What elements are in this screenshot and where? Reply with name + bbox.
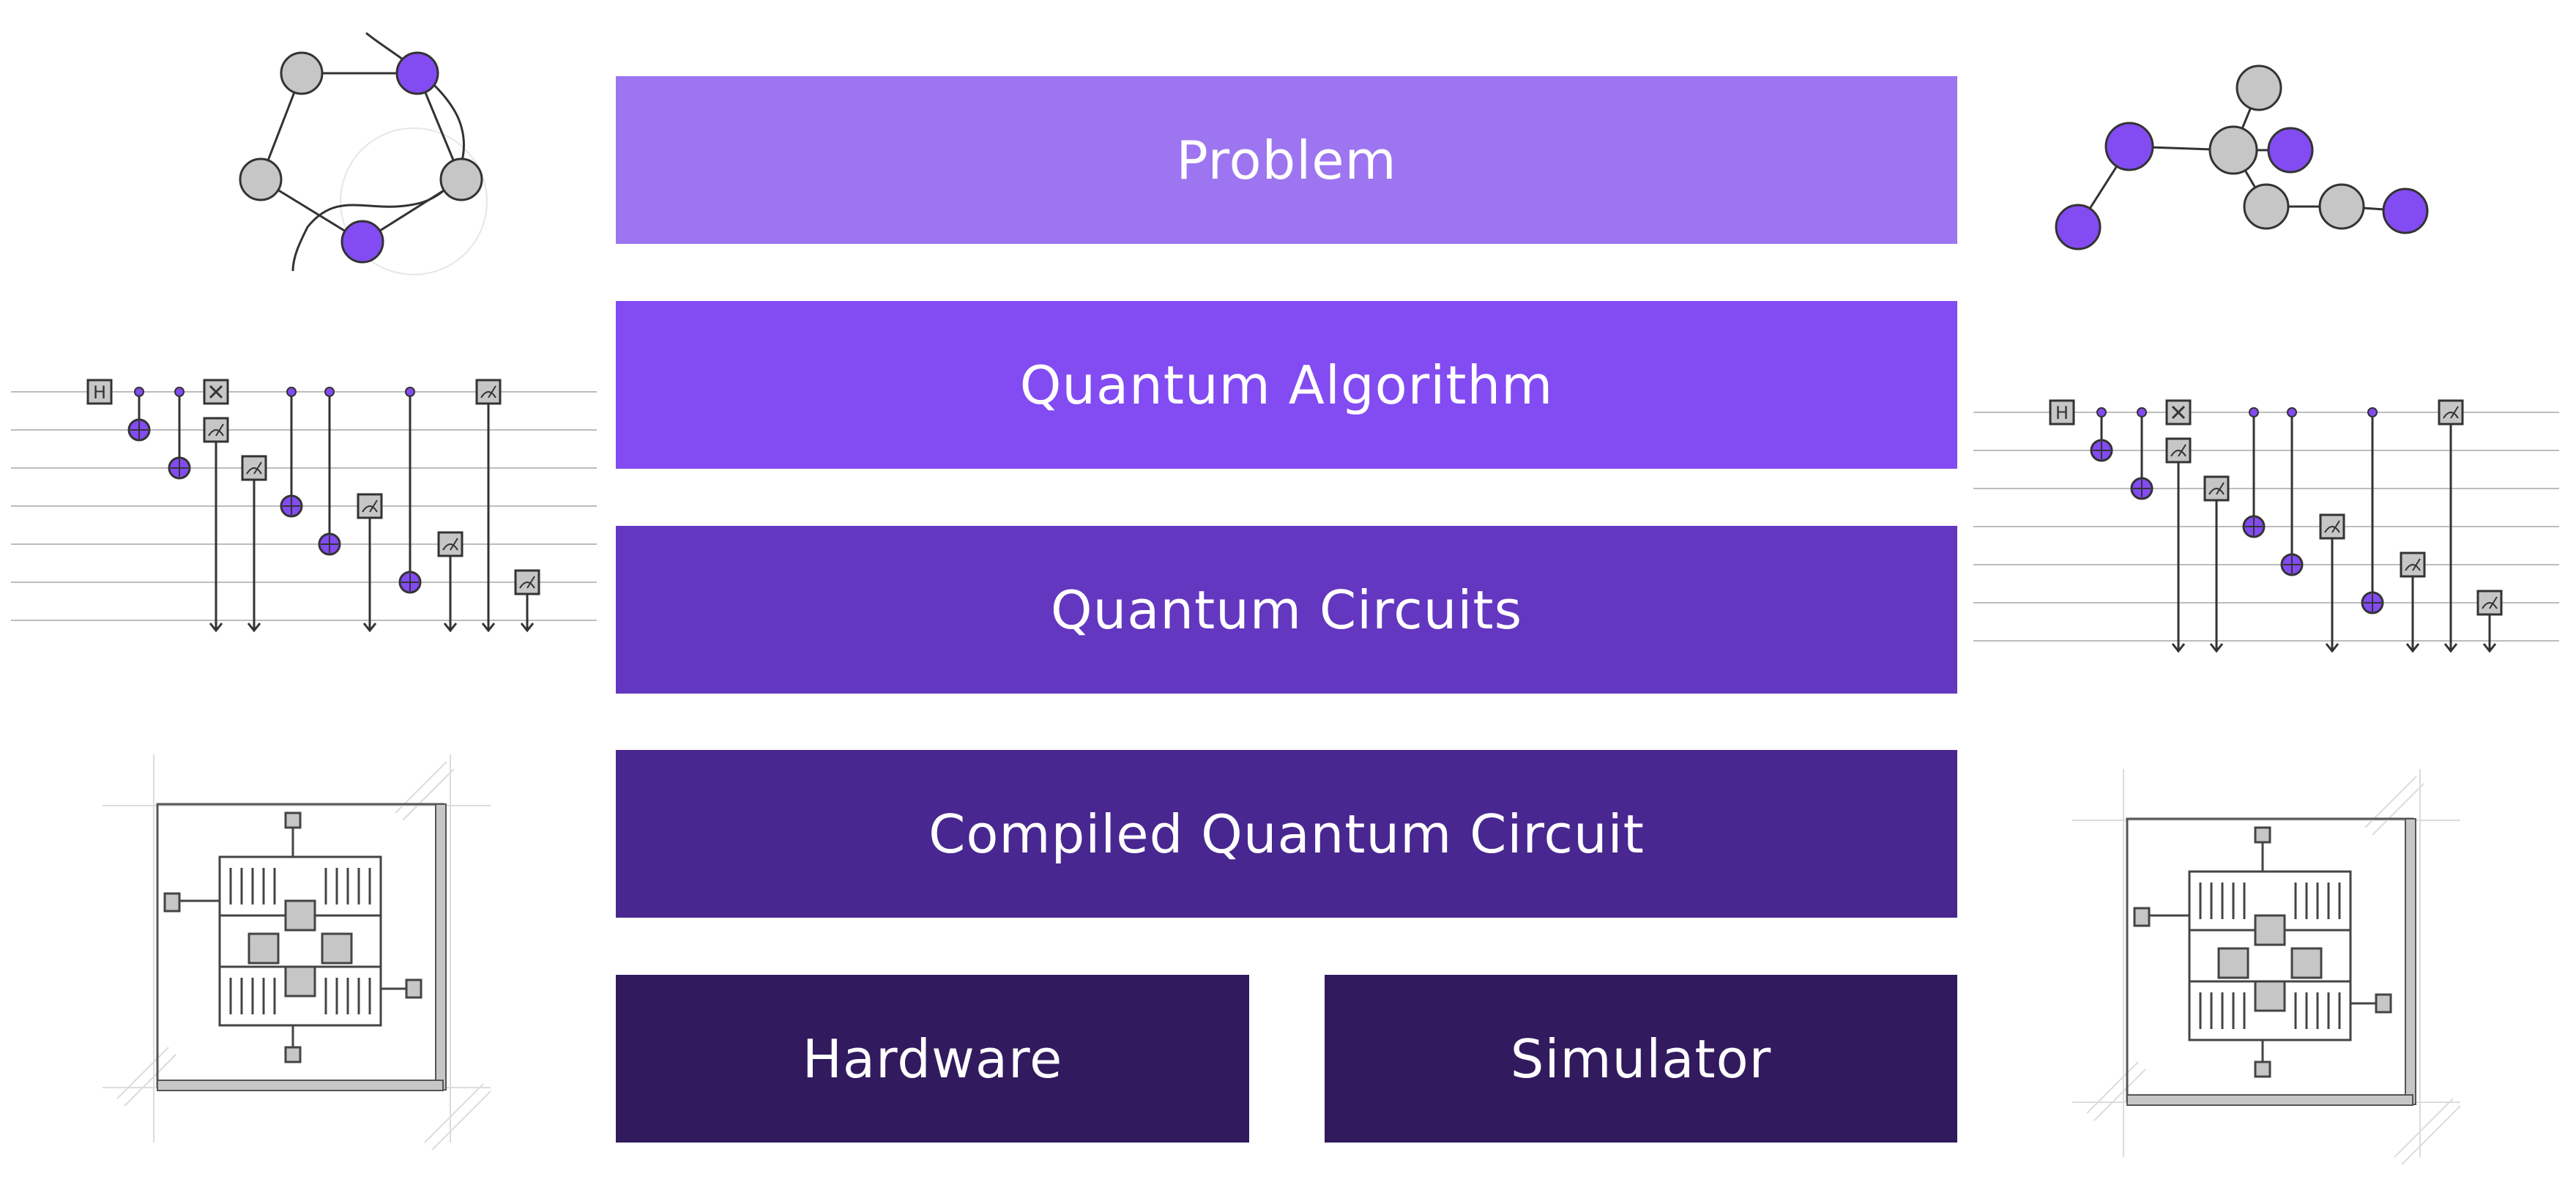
graph-node bbox=[2208, 125, 2258, 175]
swap-gate bbox=[2165, 399, 2192, 426]
graph-node bbox=[2104, 122, 2154, 171]
measure-gates bbox=[2165, 399, 2503, 616]
quantum-circuits-layer: Quantum Circuits bbox=[616, 526, 1957, 694]
graph-node bbox=[439, 157, 483, 201]
hardware-layer: Hardware bbox=[616, 975, 1249, 1143]
quantum-algorithm-layer: Quantum Algorithm bbox=[616, 301, 1957, 469]
hardware-label: Hardware bbox=[802, 1028, 1063, 1090]
problem-label: Problem bbox=[1176, 129, 1397, 191]
swap-gate bbox=[203, 379, 229, 405]
problem-graph-illustration-right bbox=[2055, 64, 2429, 250]
graph-node bbox=[2236, 64, 2282, 111]
measure-gates bbox=[203, 379, 540, 595]
problem-layer: Problem bbox=[616, 76, 1957, 244]
graph-node bbox=[239, 157, 283, 201]
chip-illustration-right bbox=[2072, 769, 2461, 1164]
graph-node bbox=[395, 51, 439, 95]
graph-node bbox=[2243, 183, 2290, 230]
gate-h: H bbox=[86, 379, 113, 405]
compiled-quantum-circuit-layer: Compiled Quantum Circuit bbox=[616, 750, 1957, 918]
graph-node bbox=[2055, 204, 2102, 250]
gate-h: H bbox=[2049, 399, 2075, 426]
graph-node bbox=[2318, 183, 2365, 230]
graph-node bbox=[2382, 187, 2429, 234]
chip-illustration-left bbox=[103, 754, 491, 1150]
compiled-quantum-circuit-label: Compiled Quantum Circuit bbox=[928, 803, 1645, 865]
circuit-illustration-right: H bbox=[1973, 399, 2559, 653]
simulator-layer: Simulator bbox=[1325, 975, 1957, 1143]
circuit-illustration-left: H bbox=[11, 379, 597, 633]
graph-node bbox=[280, 51, 324, 95]
graph-node bbox=[340, 220, 384, 264]
simulator-label: Simulator bbox=[1510, 1028, 1772, 1090]
graph-node bbox=[2267, 127, 2314, 174]
svg-text:H: H bbox=[93, 382, 106, 403]
quantum-circuits-label: Quantum Circuits bbox=[1050, 579, 1523, 641]
svg-text:H: H bbox=[2055, 403, 2069, 423]
problem-graph-illustration-left bbox=[239, 31, 488, 275]
quantum-algorithm-label: Quantum Algorithm bbox=[1019, 354, 1554, 416]
